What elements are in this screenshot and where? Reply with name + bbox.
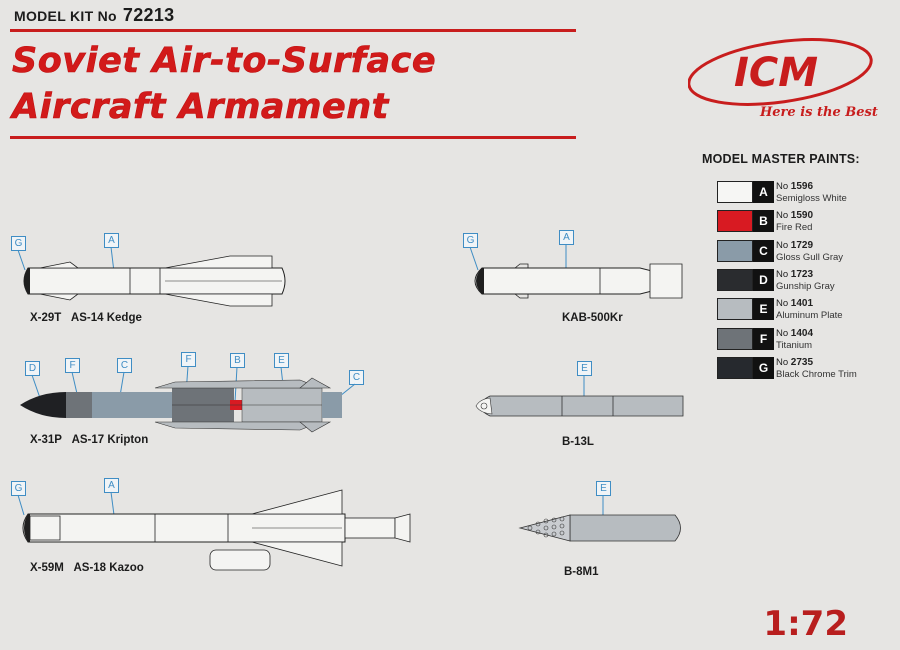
paint-number: 1401 [790,298,814,310]
paint-swatch [717,298,753,321]
pod-tubes-icon [527,516,565,538]
paint-name: Fire Red [776,222,813,234]
paint-letter: D [753,268,774,291]
paint-swatch [717,210,753,233]
paint-number: 1723 [790,268,814,280]
paints-heading: MODEL MASTER PAINTS: [702,152,860,166]
weapon-nato-name: AS-18 Kazoo [73,562,144,574]
paint-letter: F [753,327,774,350]
paint-no-label: No [776,268,789,280]
paint-no-label: No [776,298,789,310]
logo-brand: ICM [734,50,818,96]
weapon-designation: X-31P [30,434,62,446]
paint-code: No 2735 [776,357,813,368]
callout-b: B [230,353,245,368]
logo-swoosh-icon: ICM Here is the Best [687,38,878,120]
paint-no-label: No [776,327,789,339]
weapon-nato-name: AS-14 Kedge [70,312,142,324]
logo-slogan: Here is the Best [759,105,878,120]
paint-number: 1590 [790,210,814,222]
paint-code: No 1401 [776,298,813,309]
callout-c: C [117,358,132,373]
paint-name: Titanium [776,339,813,351]
title-bottom-rule [10,136,576,139]
weapon-label-kab500kr: KAB-500Kr [562,312,623,324]
paint-no-label: No [776,181,789,192]
callout-d: D [25,361,40,376]
paint-letter: A [753,181,774,203]
icm-logo: ICM Here is the Best [687,36,893,122]
weapon-label-b13l: B-13L [562,436,594,448]
paint-code: No 1590 [776,210,813,221]
paint-swatch [717,327,753,350]
weapon-nato-name: AS-17 Kripton [71,434,149,446]
page-title-line1: Soviet Air-to-Surface [12,41,437,81]
paint-number: 1596 [790,181,814,192]
paint-name: Semigloss White [776,193,847,204]
callout-f: F [181,352,196,367]
weapon-label-x31p: X-31P AS-17 Kripton [30,434,148,446]
paint-letter: E [753,298,774,321]
callout-c: C [349,370,364,385]
kit-label-text: MODEL KIT No [14,8,117,24]
weapon-label-x29t: X-29T AS-14 Kedge [30,312,142,324]
paint-swatch [717,239,753,262]
paint-code: No 1596 [776,181,813,192]
paint-no-label: No [776,210,789,222]
paint-swatch [717,268,753,291]
scale-label: 1:72 [763,604,848,644]
paint-name: Gloss Gull Gray [776,251,844,263]
callout-g: G [11,236,26,251]
paint-number: 1404 [790,327,814,339]
kit-number-label: MODEL KIT No 72213 [14,5,174,26]
paint-swatch [717,181,753,203]
weapon-designation: X-59M [30,562,64,574]
paint-no-label: No [776,356,789,368]
title-top-rule [10,29,576,32]
paint-letter: B [753,210,774,233]
kit-number: 72213 [122,5,175,25]
paint-name: Aluminum Plate [776,310,843,322]
paint-letter: C [753,239,774,262]
paint-number: 1729 [790,239,814,251]
page-title-line2: Aircraft Armament [12,87,389,127]
paint-swatch [717,356,753,379]
weapon-label-x59m: X-59M AS-18 Kazoo [30,562,144,574]
paint-code: No 1723 [776,269,813,280]
weapon-designation: X-29T [30,312,62,324]
weapon-label-b8m1: B-8M1 [564,566,599,578]
paint-letter: G [753,356,774,379]
paint-code: No 1404 [776,328,813,339]
paint-number: 2735 [790,356,814,368]
paint-no-label: No [776,239,789,251]
paint-name: Gunship Gray [776,280,835,292]
paint-name: Black Chrome Trim [776,368,857,380]
paint-code: No 1729 [776,240,813,251]
